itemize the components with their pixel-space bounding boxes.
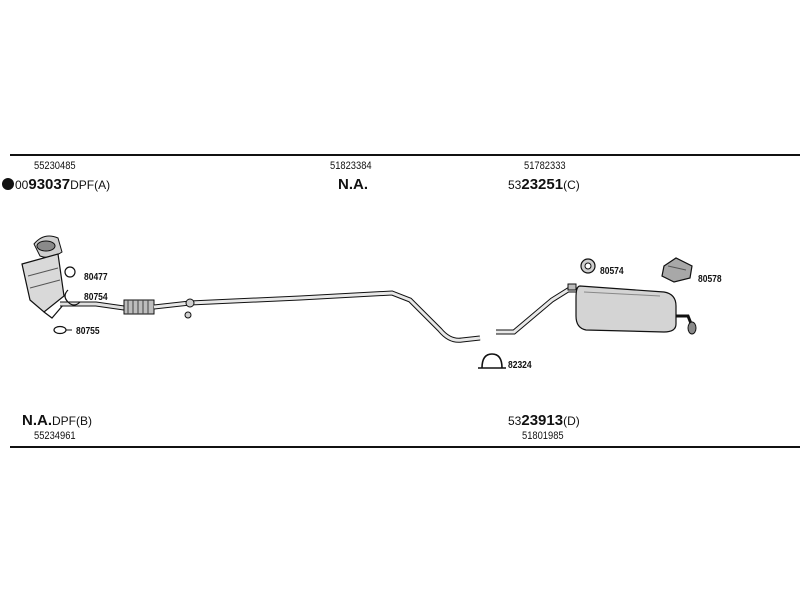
bottom-left-code: N.A.DPF(B) xyxy=(22,412,92,430)
bottom-right-number: 51801985 xyxy=(522,430,564,442)
part-label-80578: 80578 xyxy=(698,274,722,285)
top-right-code: 5323251(C) xyxy=(508,176,580,194)
part-label-80755: 80755 xyxy=(76,326,100,337)
top-left-number: 55230485 xyxy=(34,160,76,172)
bottom-divider-line xyxy=(10,446,800,448)
bottom-right-code: 5323913(D) xyxy=(508,412,580,430)
clamp-80754-icon xyxy=(64,289,81,306)
code-suffix: (D) xyxy=(563,414,580,428)
code-suffix: DPF(A) xyxy=(70,178,111,192)
part-label-80754: 80754 xyxy=(84,292,108,303)
catalytic-converter-part xyxy=(21,235,65,319)
code-suffix: (C) xyxy=(563,178,580,192)
code-prefix: 53 xyxy=(508,414,522,428)
part-label-80477: 80477 xyxy=(84,272,108,283)
code-main: N.A. xyxy=(22,412,52,429)
top-divider-line xyxy=(10,154,800,156)
rubber-mount-80574-icon xyxy=(580,258,596,274)
code-suffix: DPF(B) xyxy=(52,414,92,428)
top-left-code: 0093037DPF(A) xyxy=(2,176,110,194)
top-right-number: 51782333 xyxy=(524,160,566,172)
middle-pipe-part xyxy=(153,290,481,343)
code-main: 23251 xyxy=(521,176,564,193)
bullet-dot-icon xyxy=(2,178,14,190)
gasket-80477-icon xyxy=(64,266,76,278)
clamp-82324-icon xyxy=(478,353,506,369)
rubber-mount-80578-icon xyxy=(661,257,693,283)
code-prefix: 53 xyxy=(508,178,522,192)
top-center-code: N.A. xyxy=(338,176,368,193)
part-label-82324: 82324 xyxy=(508,360,532,371)
rear-muffler-part xyxy=(496,283,697,335)
code-main: 93037 xyxy=(28,176,71,193)
front-pipe-part xyxy=(60,299,155,315)
part-label-80574: 80574 xyxy=(600,266,624,277)
code-prefix: 00 xyxy=(15,178,29,192)
top-center-number: 51823384 xyxy=(330,160,372,172)
code-main: 23913 xyxy=(521,412,564,429)
gasket-80755-icon xyxy=(53,325,72,335)
bottom-left-number: 55234961 xyxy=(34,430,76,442)
